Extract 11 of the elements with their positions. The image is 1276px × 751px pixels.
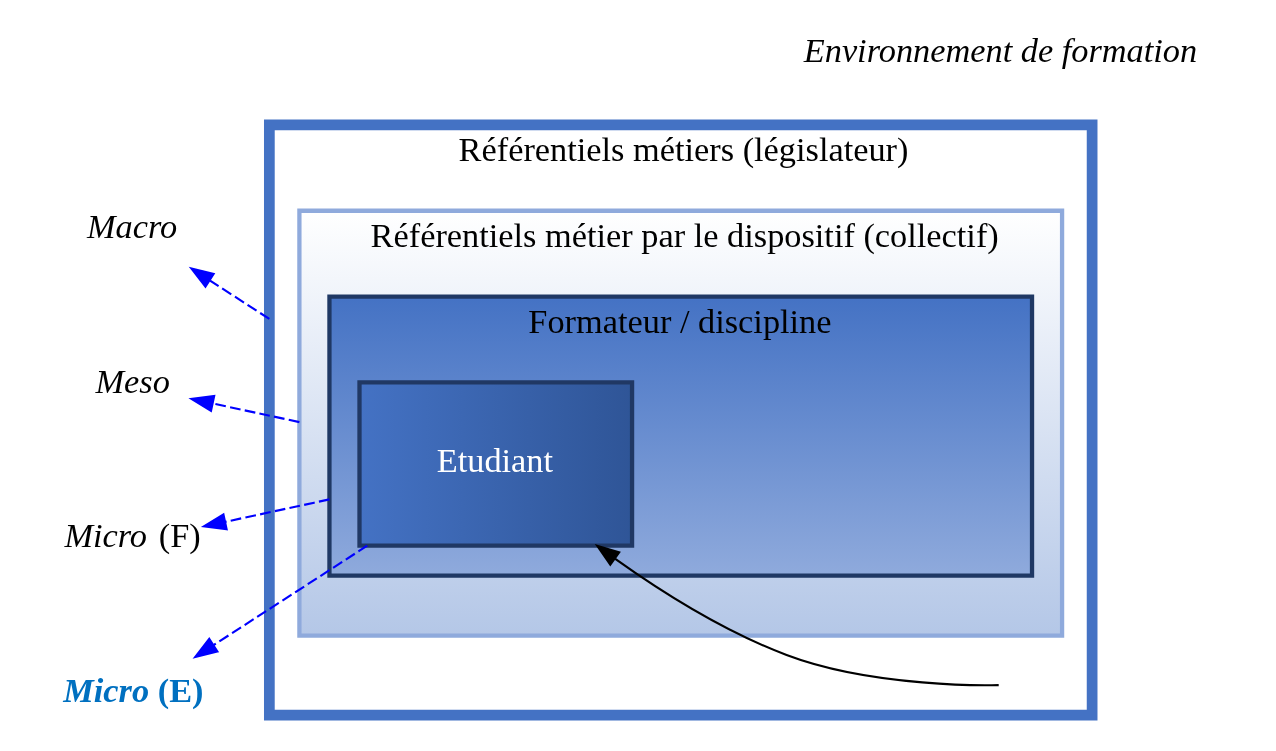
node-box: Etudiant xyxy=(356,379,634,548)
arrow xyxy=(200,497,330,530)
node-text: Micro (F) xyxy=(63,515,201,554)
arrow xyxy=(187,394,300,423)
node-text: Micro (E) xyxy=(62,670,204,709)
arrow xyxy=(594,543,999,686)
arrow xyxy=(188,266,270,320)
label: Environnement de formation xyxy=(803,30,1197,69)
node-text: Meso xyxy=(95,361,170,400)
arrow xyxy=(192,544,368,659)
node-text: Macro xyxy=(86,206,177,245)
